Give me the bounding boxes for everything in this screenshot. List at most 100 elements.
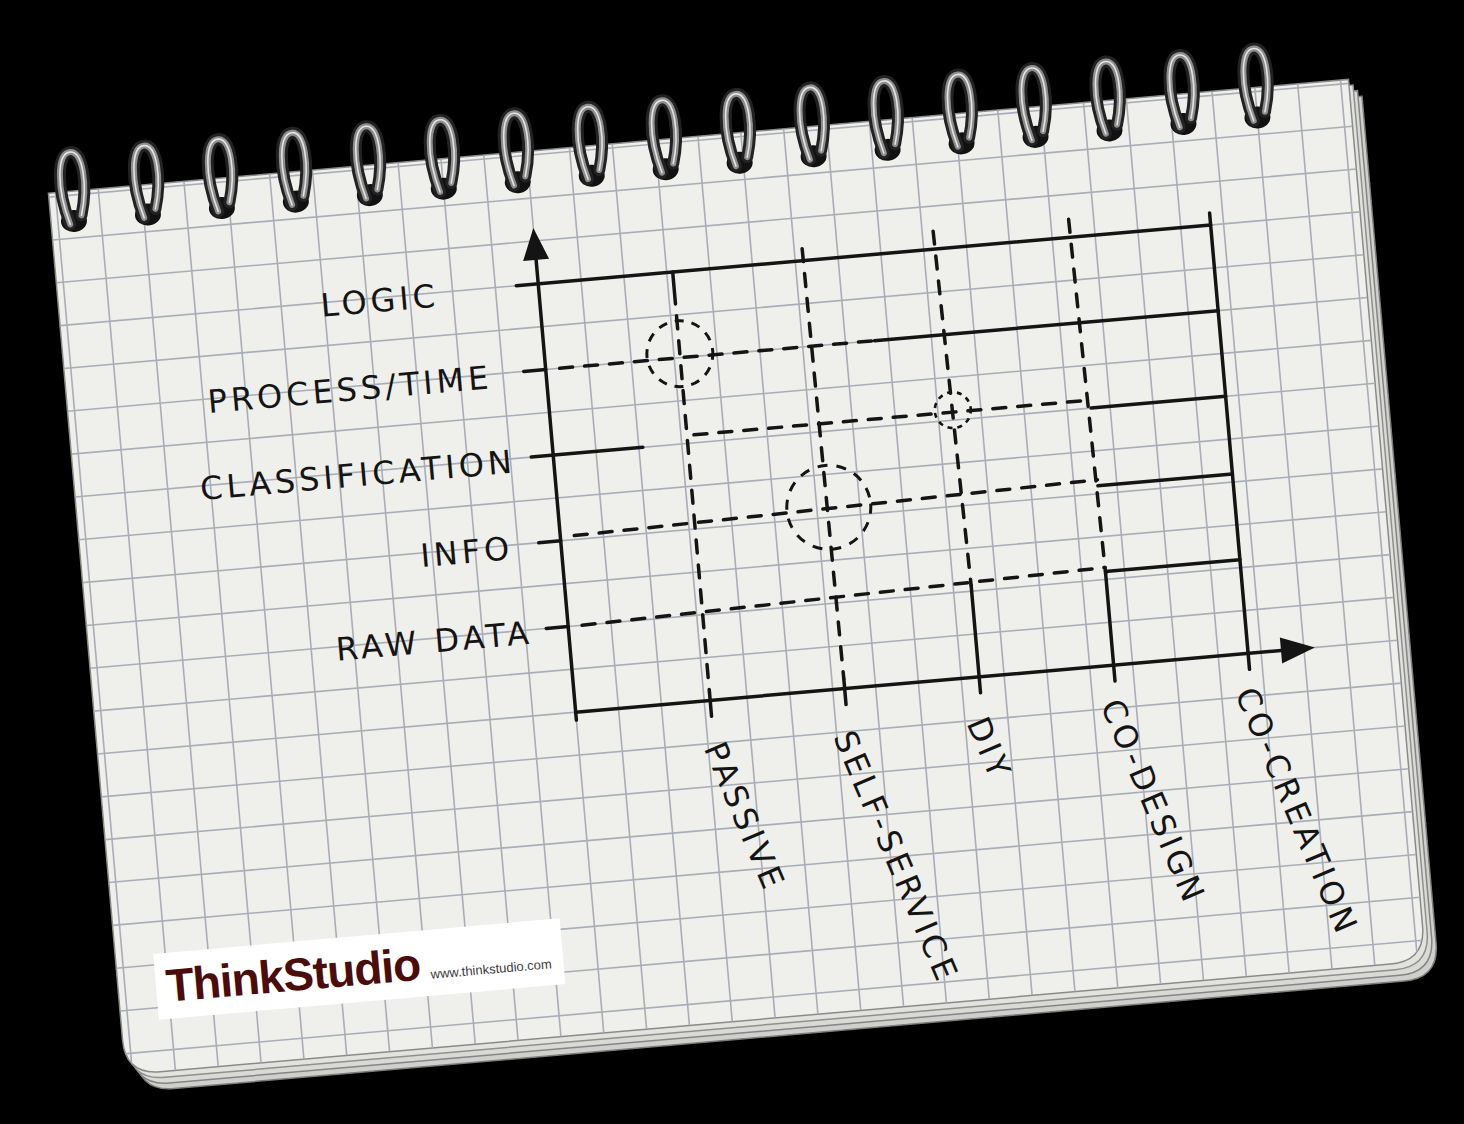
- brand-url: www.thinkstudio.com: [430, 956, 552, 982]
- grid-line: [71, 340, 1371, 454]
- category-label: SELF-SERVICE: [826, 726, 964, 989]
- spiral-ring: [1165, 54, 1198, 136]
- column-line: [1069, 219, 1106, 574]
- grid-line: [98, 640, 1398, 754]
- column-line: [673, 272, 676, 304]
- spiral-wire: [427, 119, 457, 193]
- spiral-wire: [945, 73, 975, 147]
- spiral-wire: [945, 73, 975, 147]
- spiral-ring: [1238, 48, 1271, 130]
- grid-line: [90, 555, 1390, 669]
- spiral-wire: [1167, 54, 1197, 128]
- spiral-wire: [353, 125, 383, 199]
- row-line: [1098, 474, 1232, 486]
- spiral-wire: [1019, 67, 1049, 141]
- spiral-wire: [206, 138, 236, 212]
- row-line: [560, 341, 875, 369]
- spiral-wire: [1093, 61, 1123, 135]
- column-line: [1106, 573, 1115, 681]
- spiral-ring: [351, 125, 384, 207]
- axis-label: LOGIC: [319, 279, 440, 324]
- spiral-wire: [1167, 54, 1197, 128]
- row-line: [1091, 396, 1225, 408]
- row-line: [581, 567, 1106, 625]
- spiral-wire: [58, 151, 88, 225]
- spiral-wire: [871, 80, 901, 154]
- dashed-circle: [644, 318, 716, 390]
- spiral-ring: [499, 112, 532, 194]
- spiral-wire: [1241, 48, 1271, 122]
- axis-label: INFO: [419, 531, 515, 574]
- spiral-ring: [55, 151, 88, 233]
- spiral-wire: [723, 93, 753, 167]
- spiral-wire: [1093, 61, 1123, 135]
- axis-tick: [546, 626, 568, 628]
- axis-label: CLASSIFICATION: [199, 445, 517, 508]
- spiral-wire: [649, 99, 679, 173]
- axis-line: [534, 238, 576, 720]
- spiral-binding: [55, 48, 1272, 234]
- frame-line: [516, 225, 1210, 286]
- axis-tick: [844, 679, 846, 705]
- spiral-wire: [132, 145, 162, 219]
- arrowhead: [520, 227, 549, 261]
- spiral-wire: [353, 125, 383, 199]
- spiral-wire: [575, 106, 605, 180]
- spiral-wire: [871, 80, 901, 154]
- spiral-wire: [501, 112, 531, 186]
- spiral-ring: [1017, 67, 1050, 149]
- row-line: [1105, 560, 1239, 572]
- spiral-wire: [575, 106, 605, 180]
- category-label: DIY: [960, 712, 1018, 786]
- spiral-wire: [1019, 67, 1049, 141]
- spiral-wire: [1093, 61, 1123, 135]
- spiral-wire: [353, 125, 383, 199]
- category-label: PASSIVE: [697, 737, 792, 897]
- brand-box: ThinkStudio www.thinkstudio.com: [153, 918, 565, 1019]
- spiral-ring: [129, 145, 162, 227]
- chart-sketch: [511, 163, 1316, 730]
- axis-line: [576, 649, 1295, 712]
- spiral-wire: [575, 106, 605, 180]
- spiral-wire: [501, 112, 531, 186]
- axis-tick: [524, 369, 546, 371]
- spiral-wire: [797, 86, 827, 160]
- spiral-wire: [1241, 48, 1271, 122]
- spiral-wire: [132, 145, 162, 219]
- spiral-wire: [58, 151, 88, 225]
- spiral-ring: [203, 138, 236, 220]
- grid-line: [49, 83, 1349, 197]
- grid-line: [101, 683, 1401, 797]
- spiral-wire: [871, 80, 901, 154]
- spiral-wire: [206, 138, 236, 212]
- spiral-wire: [723, 93, 753, 167]
- spiral-ring: [869, 80, 902, 162]
- spiral-wire: [945, 73, 975, 147]
- column-line: [677, 316, 710, 693]
- spiral-wire: [649, 99, 679, 173]
- spiral-wire: [1019, 67, 1049, 141]
- row-line: [531, 447, 643, 457]
- dashed-circle: [783, 462, 874, 553]
- spiral-wire: [723, 93, 753, 167]
- spiral-wire: [501, 112, 531, 186]
- spiral-ring: [425, 119, 458, 201]
- spiral-ring: [795, 86, 828, 168]
- row-line: [874, 311, 1218, 341]
- spiral-wire: [280, 132, 310, 206]
- spiral-wire: [280, 132, 310, 206]
- brand-logo: ThinkStudio: [164, 938, 422, 1012]
- row-line: [573, 480, 1098, 536]
- column-line: [802, 248, 844, 679]
- spiral-wire: [132, 145, 162, 219]
- spiral-wire: [280, 132, 310, 206]
- spiral-wire: [427, 119, 457, 193]
- spiral-wire: [797, 86, 827, 160]
- spiral-ring: [943, 73, 976, 155]
- grid-line: [56, 169, 1356, 283]
- spiral-ring: [721, 93, 754, 175]
- arrowhead: [1280, 635, 1316, 664]
- grid-paper: [48, 79, 1425, 1074]
